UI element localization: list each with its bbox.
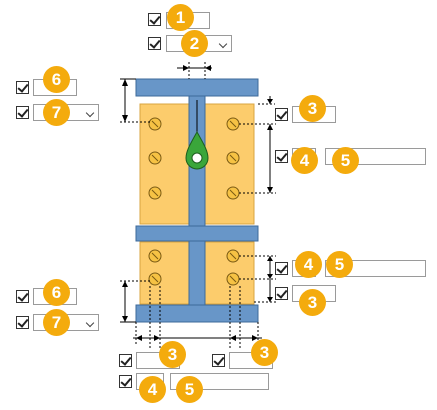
checkmark-icon bbox=[149, 13, 161, 25]
badge-1: 1 bbox=[167, 4, 194, 31]
badge-5: 5 bbox=[326, 251, 353, 278]
left-upper-7-checkbox[interactable] bbox=[16, 106, 29, 119]
checkmark-icon bbox=[213, 354, 225, 366]
checkmark-icon bbox=[17, 106, 29, 118]
bottom-3b-checkbox[interactable] bbox=[212, 354, 225, 367]
checkmark-icon bbox=[276, 262, 288, 274]
badge-7: 7 bbox=[43, 309, 70, 336]
flange-plate-bottom-left bbox=[139, 241, 190, 305]
top-1-checkbox[interactable] bbox=[148, 13, 161, 26]
upper-column-base bbox=[135, 225, 259, 242]
lower-column-web bbox=[188, 240, 206, 306]
checkmark-icon bbox=[149, 37, 161, 49]
upper-column-flange bbox=[135, 78, 259, 97]
checkmark-icon bbox=[276, 150, 288, 162]
checkmark-icon bbox=[120, 354, 132, 366]
badge-6: 6 bbox=[43, 279, 70, 306]
bottom-3a-checkbox[interactable] bbox=[119, 354, 132, 367]
chevron-down-icon bbox=[85, 108, 95, 118]
badge-7: 7 bbox=[43, 99, 70, 126]
chevron-down-icon bbox=[85, 318, 95, 328]
checkmark-icon bbox=[17, 316, 29, 328]
left-lower-7-checkbox[interactable] bbox=[16, 316, 29, 329]
badge-3: 3 bbox=[251, 339, 278, 366]
checkmark-icon bbox=[17, 81, 29, 93]
top-2-checkbox[interactable] bbox=[148, 37, 161, 50]
right-lower-3-checkbox[interactable] bbox=[275, 287, 288, 300]
badge-4: 4 bbox=[295, 251, 322, 278]
badge-3: 3 bbox=[299, 95, 326, 122]
right-upper-3-checkbox[interactable] bbox=[275, 108, 288, 121]
left-lower-6-checkbox[interactable] bbox=[16, 290, 29, 303]
badge-5: 5 bbox=[176, 376, 203, 403]
flange-plate-top-left bbox=[139, 103, 190, 225]
badge-6: 6 bbox=[43, 66, 70, 93]
badge-4: 4 bbox=[139, 376, 166, 403]
right-upper-4-checkbox[interactable] bbox=[275, 150, 288, 163]
checkmark-icon bbox=[276, 287, 288, 299]
chevron-down-icon bbox=[218, 39, 228, 49]
right-lower-4-checkbox[interactable] bbox=[275, 262, 288, 275]
bottom-4-checkbox[interactable] bbox=[119, 375, 132, 388]
badge-2: 2 bbox=[181, 30, 208, 57]
lower-column-flange bbox=[135, 304, 259, 323]
load-arrow-icon bbox=[185, 100, 209, 170]
badge-3: 3 bbox=[159, 341, 186, 368]
checkmark-icon bbox=[17, 290, 29, 302]
badge-4: 4 bbox=[291, 147, 318, 174]
badge-3: 3 bbox=[299, 289, 326, 316]
left-upper-6-checkbox[interactable] bbox=[16, 81, 29, 94]
checkmark-icon bbox=[120, 375, 132, 387]
badge-5: 5 bbox=[332, 147, 359, 174]
checkmark-icon bbox=[276, 108, 288, 120]
